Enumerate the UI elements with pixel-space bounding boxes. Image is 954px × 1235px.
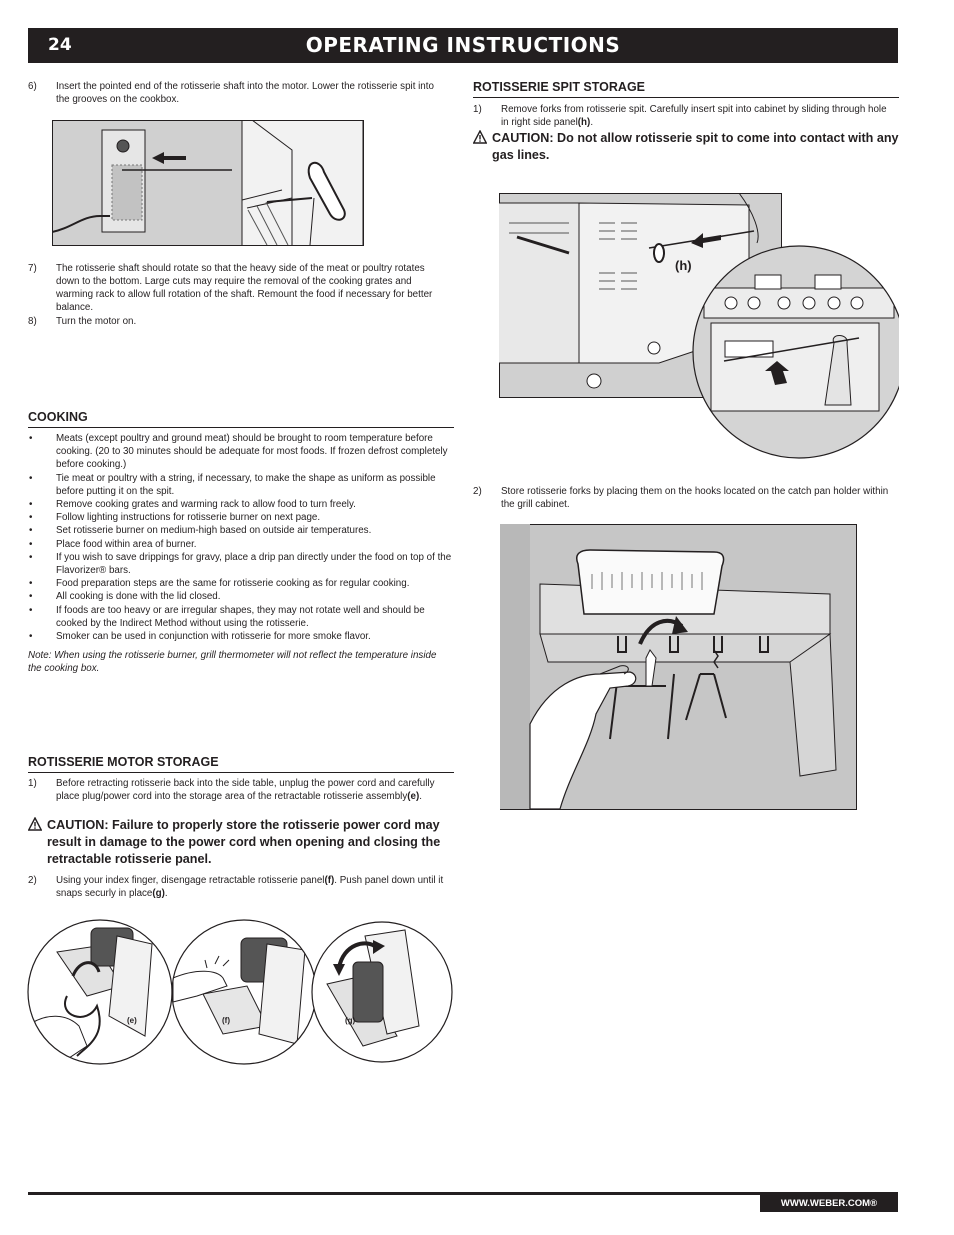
step-number: 6)	[28, 81, 37, 92]
bullet-icon: •	[29, 499, 33, 511]
cooking-list-item: • Set rotisserie burner on medium-high ba…	[28, 524, 454, 537]
step-number: 1)	[473, 104, 482, 115]
page-number: 24	[48, 35, 72, 55]
bullet-icon: •	[29, 578, 33, 590]
figure-reference: (f)	[324, 875, 335, 886]
step-number: 2)	[473, 486, 482, 497]
figure-reference: (g)	[152, 888, 165, 899]
cooking-list-text: Place food within area of burner.	[56, 538, 197, 550]
cooking-list-item: • If foods are too heavy or are irregular…	[28, 604, 454, 630]
step-text: The rotisserie shaft should rotate so th…	[56, 263, 433, 313]
figure-label-e: (e)	[127, 1016, 137, 1025]
motor-step-2: 2) Using your index finger, disengage re…	[28, 874, 458, 902]
step-6: 6) Insert the pointed end of the rotisse…	[28, 80, 448, 108]
cooking-list-text: Smoker can be used in conjunction with r…	[56, 631, 371, 643]
step-text: Store rotisserie forks by placing them o…	[501, 486, 889, 510]
bullet-icon: •	[29, 551, 33, 563]
step-text: Using your index finger, disengage retra…	[56, 875, 444, 899]
bullet-icon: •	[29, 591, 33, 603]
figure-reference: (h)	[577, 117, 591, 128]
step-number: 7)	[28, 263, 37, 274]
step-number: 1)	[28, 778, 37, 789]
warning-icon	[28, 817, 42, 831]
spit-step-2: 2) Store rotisserie forks by placing the…	[473, 485, 893, 513]
step-text: Insert the pointed end of the rotisserie…	[56, 81, 434, 105]
cooking-list-item: • Place food within area of burner.	[28, 538, 454, 551]
bullet-icon: •	[29, 538, 33, 550]
bullet-icon: •	[29, 604, 33, 616]
figure-label-f: (f)	[222, 1016, 230, 1025]
bullet-icon: •	[29, 512, 33, 524]
figure-label-h: (h)	[675, 258, 692, 273]
cooking-list-text: If you wish to save drippings for gravy,…	[56, 551, 452, 577]
cooking-note: Note: When using the rotisserie burner, …	[28, 650, 437, 674]
bullet-icon: •	[29, 433, 33, 444]
step-text: Remove forks from rotisserie spit. Caref…	[501, 104, 887, 128]
cooking-list-text: All cooking is done with the lid closed.	[56, 591, 221, 603]
figure-reference: (e)	[407, 791, 420, 802]
cooking-list-item: • If you wish to save drippings for gravy…	[28, 551, 454, 577]
motor-caution: CAUTION: Failure to properly store the r…	[28, 817, 454, 868]
bullet-icon: •	[29, 631, 33, 643]
figure-motor-storage-circles	[27, 916, 455, 1066]
figure-spit-storage	[499, 193, 899, 461]
cooking-list-text: Follow lighting instructions for rotisse…	[56, 512, 321, 524]
page-title: OPERATING INSTRUCTIONS	[305, 33, 621, 57]
footer-url[interactable]: WWW.WEBER.COM®	[760, 1195, 898, 1212]
cooking-list-text: Set rotisserie burner on medium-high bas…	[56, 525, 372, 537]
spit-caution: CAUTION: Do not allow rotisserie spit to…	[473, 130, 899, 164]
cooking-list-item: • Meats (except poultry and ground meat) …	[28, 432, 454, 472]
cooking-heading: COOKING	[28, 410, 454, 428]
cooking-list-item: • Remove cooking grates and warming rack …	[28, 498, 454, 511]
figure-motor-insertion	[52, 120, 364, 246]
step-text: Turn the motor on.	[56, 316, 137, 327]
spit-storage-heading: ROTISSERIE SPIT STORAGE	[473, 80, 899, 98]
spit-step-1: 1) Remove forks from rotisserie spit. Ca…	[473, 103, 893, 131]
cooking-list-text: Meats (except poultry and ground meat) s…	[56, 433, 448, 471]
cooking-list: • Meats (except poultry and ground meat) …	[28, 432, 454, 643]
figure-label-g: (g)	[345, 1016, 356, 1025]
cooking-list-text: Remove cooking grates and warming rack t…	[56, 499, 356, 511]
step-8: 8) Turn the motor on.	[28, 315, 448, 329]
step-number: 8)	[28, 316, 37, 327]
step-7: 7) The rotisserie shaft should rotate so…	[28, 262, 448, 316]
figure-fork-storage	[500, 524, 857, 810]
bullet-icon: •	[29, 525, 33, 537]
bullet-icon: •	[29, 472, 33, 484]
cooking-list-text: If foods are too heavy or are irregular …	[56, 604, 425, 629]
motor-storage-heading: ROTISSERIE MOTOR STORAGE	[28, 755, 454, 773]
footer-rule	[28, 1192, 898, 1195]
caution-text: CAUTION: Failure to properly store the r…	[47, 818, 441, 866]
motor-step-1: 1) Before retracting rotisserie back int…	[28, 777, 448, 817]
cooking-list-item: • Food preparation steps are the same for…	[28, 577, 454, 590]
warning-icon	[473, 130, 487, 144]
step-text: Before retracting rotisserie back into t…	[56, 778, 435, 802]
cooking-list-text: Tie meat or poultry with a string, if ne…	[56, 472, 436, 497]
cooking-list-item: • Follow lighting instructions for rotiss…	[28, 511, 454, 524]
cooking-list-item: • Smoker can be used in conjunction with …	[28, 630, 454, 643]
header-bar	[28, 28, 898, 63]
caution-text: CAUTION: Do not allow rotisserie spit to…	[492, 131, 899, 162]
cooking-list-item: • All cooking is done with the lid closed…	[28, 590, 454, 603]
cooking-list-item: • Tie meat or poultry with a string, if n…	[28, 472, 454, 498]
step-number: 2)	[28, 875, 37, 886]
cooking-list-text: Food preparation steps are the same for …	[56, 578, 410, 590]
